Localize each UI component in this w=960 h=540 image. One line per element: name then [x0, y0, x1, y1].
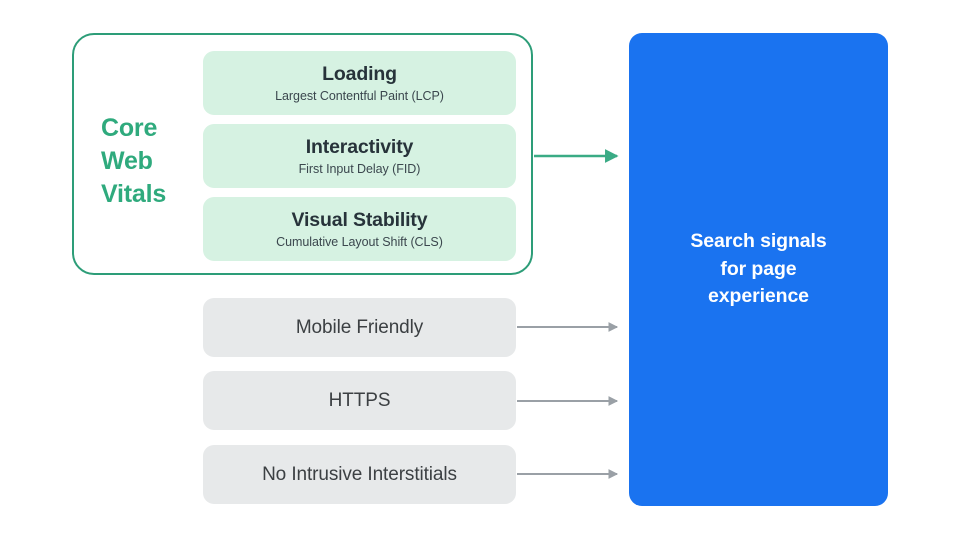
- vital-subtitle: Largest Contentful Paint (LCP): [275, 88, 444, 103]
- search-signals-box[interactable]: Search signals for page experience: [629, 33, 888, 506]
- vital-subtitle: Cumulative Layout Shift (CLS): [276, 234, 443, 249]
- vital-subtitle: First Input Delay (FID): [298, 161, 421, 176]
- vital-card-visual-stability[interactable]: Visual Stability Cumulative Layout Shift…: [203, 197, 516, 261]
- vital-title: Visual Stability: [291, 209, 428, 232]
- signal-label: HTTPS: [328, 389, 391, 411]
- core-web-vitals-label: Core Web Vitals: [101, 112, 197, 211]
- core-web-vitals-group: [72, 33, 533, 275]
- vital-title: Interactivity: [305, 136, 414, 159]
- vital-card-interactivity[interactable]: Interactivity First Input Delay (FID): [203, 124, 516, 188]
- no-intrusive-interstitials-box[interactable]: No Intrusive Interstitials: [203, 445, 516, 504]
- core-web-vitals-label-line-1: Core: [101, 114, 158, 142]
- search-signals-label: Search signals for page experience: [690, 229, 827, 308]
- https-box[interactable]: HTTPS: [203, 371, 516, 430]
- core-web-vitals-label-line-3: Vitals: [101, 180, 167, 208]
- signal-label: Mobile Friendly: [295, 316, 424, 338]
- signal-label: No Intrusive Interstitials: [262, 463, 457, 485]
- vital-card-loading[interactable]: Loading Largest Contentful Paint (LCP): [203, 51, 516, 115]
- core-web-vitals-label-line-2: Web: [101, 147, 153, 175]
- vital-title: Loading: [322, 63, 397, 86]
- mobile-friendly-box[interactable]: Mobile Friendly: [203, 298, 516, 357]
